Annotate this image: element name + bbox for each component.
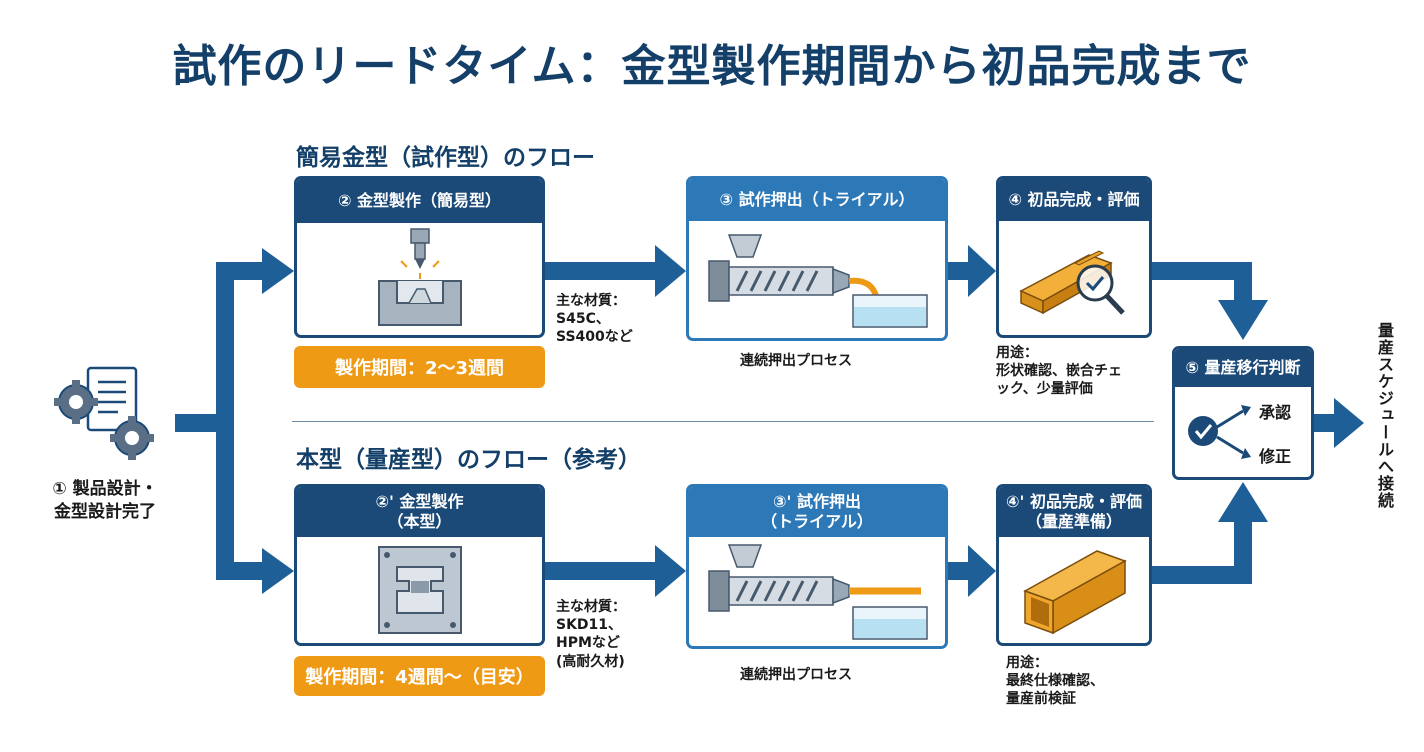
mold-machining-icon [378, 228, 462, 326]
card-title-line: （トライアル） [761, 512, 873, 531]
production-flow-title: 本型（量産型）のフロー（参考） [296, 447, 641, 473]
simple-mold-card: ② 金型製作（簡易型） [294, 176, 545, 338]
page-title: 試作のリードタイム：金型製作期間から初品完成まで [172, 41, 1252, 92]
production-mold-card: ②' 金型製作 （本型） [294, 484, 545, 646]
usage-note-line: 最終仕様確認、 [1006, 673, 1104, 690]
square-tube-icon [1023, 550, 1127, 635]
material-note-line: 主な材質： [556, 293, 626, 309]
production-trial-caption: 連続押出プロセス [740, 667, 852, 683]
material-note-line: SS400など [556, 329, 633, 346]
connector-mold-to-trial-top [545, 262, 657, 280]
connector-bottom-to-decision-h [1152, 566, 1252, 584]
connector-top-to-decision-v [1234, 262, 1252, 306]
arrow-to-simple-mold [262, 248, 294, 294]
arrow-trial-top [655, 245, 686, 297]
extruder-icon [708, 544, 928, 640]
inspection-profile-icon [1019, 250, 1125, 315]
gear-document-icon [54, 366, 154, 460]
simple-trial-card-title: ③ 試作押出（トライアル） [689, 179, 945, 221]
arrow-first-bottom [968, 545, 996, 597]
schedule-connection-label: 量産スケジュールへ接続 [1375, 322, 1394, 509]
simple-trial-card: ③ 試作押出（トライアル） [686, 176, 948, 341]
card-title-line: （量産準備） [1025, 512, 1122, 531]
branch-vertical [216, 262, 234, 580]
production-material-note: 主な材質： SKD11、 HPMなど (高耐久材) [556, 598, 626, 671]
usage-note-line: ック、少量評価 [996, 381, 1093, 398]
card-title-line: （本型） [387, 512, 452, 531]
arrow-trial-bottom [655, 545, 686, 597]
usage-note-line: 形状確認、嵌合チェ [996, 363, 1122, 380]
branch-top-line [216, 262, 266, 280]
arrow-into-decision-bottom [1218, 482, 1268, 522]
simple-period-badge: 製作期間：2〜3週間 [294, 346, 545, 388]
simple-material-note: 主な材質： S45C、 SS400など [556, 292, 633, 347]
simple-usage-note: 用途： 形状確認、嵌合チェ ック、少量評価 [996, 344, 1122, 399]
simple-first-card-title: ④ 初品完成・評価 [999, 179, 1149, 221]
connector-mold-to-trial-bottom [545, 562, 657, 580]
production-mold-icon [378, 546, 462, 634]
extruder-icon [708, 234, 928, 328]
card-title-line: ②' 金型製作 [375, 492, 464, 511]
production-first-article-card: ④' 初品完成・評価 （量産準備） [996, 484, 1152, 646]
simple-flow-title: 簡易金型（試作型）のフロー [296, 145, 595, 171]
arrow-first-top [968, 245, 996, 297]
section-divider [292, 421, 1154, 422]
decision-card-title: ⑤ 量産移行判断 [1175, 349, 1311, 387]
production-first-card-title: ④' 初品完成・評価 （量産準備） [999, 487, 1149, 537]
card-title-line: ③' 試作押出 [772, 492, 862, 511]
start-connector [175, 414, 225, 432]
decision-branch-icon [1188, 405, 1251, 459]
connector-bottom-to-decision-v [1234, 518, 1252, 584]
start-step-label: ① 製品設計・ 金型設計完了 [20, 478, 190, 524]
decision-revise-label: 修正 [1259, 447, 1292, 466]
decision-approve-label: 承認 [1259, 403, 1292, 422]
material-note-line: S45C、 [556, 311, 610, 328]
connector-trial-to-first-bottom [948, 562, 970, 580]
material-note-line: SKD11、 [556, 617, 623, 634]
material-note-line: (高耐久材) [556, 653, 625, 670]
arrow-into-decision-top [1218, 300, 1268, 340]
simple-first-article-card: ④ 初品完成・評価 [996, 176, 1152, 338]
usage-note-line: 用途： [1006, 655, 1048, 671]
material-note-line: 主な材質： [556, 599, 626, 615]
production-mold-card-title: ②' 金型製作 （本型） [297, 487, 542, 537]
usage-note-line: 量産前検証 [1006, 691, 1076, 708]
usage-note-line: 用途： [996, 345, 1038, 361]
production-trial-card: ③' 試作押出 （トライアル） [686, 484, 948, 649]
simple-mold-card-title: ② 金型製作（簡易型） [297, 179, 542, 223]
production-trial-card-title: ③' 試作押出 （トライアル） [689, 487, 945, 537]
connector-trial-to-first-top [948, 262, 970, 280]
start-label-line-1: ① 製品設計・ [52, 479, 158, 499]
production-period-badge: 製作期間：4週間〜（目安） [294, 656, 545, 696]
arrow-to-production-mold [262, 548, 294, 594]
material-note-line: HPMなど [556, 635, 620, 652]
simple-trial-caption: 連続押出プロセス [740, 353, 852, 369]
card-title-line: ④' 初品完成・評価 [1005, 492, 1143, 511]
start-label-line-2: 金型設計完了 [54, 501, 156, 522]
connector-decision-out [1312, 414, 1338, 432]
connector-top-to-decision-h [1152, 262, 1252, 280]
production-usage-note: 用途： 最終仕様確認、 量産前検証 [1006, 654, 1104, 709]
arrow-to-schedule [1334, 398, 1364, 448]
branch-bottom-line [216, 562, 266, 580]
decision-card: ⑤ 量産移行判断 承認 修正 [1172, 346, 1314, 480]
